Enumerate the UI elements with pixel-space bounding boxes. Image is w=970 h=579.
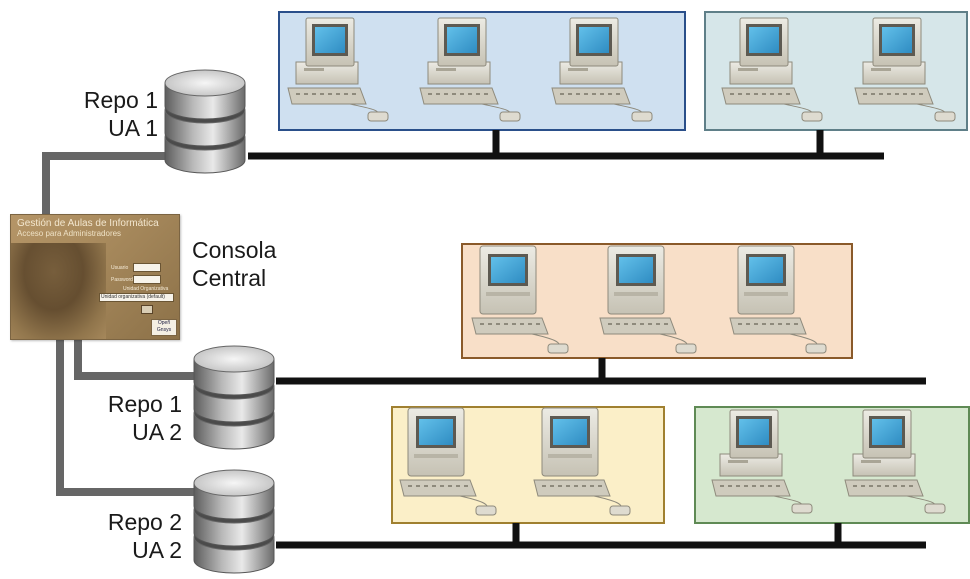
computer-group-ua1-a xyxy=(278,11,686,131)
console-screen-title: Gestión de Aulas de Informática xyxy=(17,218,159,229)
console-photo xyxy=(11,243,106,339)
repo-label-repo2-ua2: Repo 2 UA 2 xyxy=(72,508,182,564)
console-ok-button[interactable] xyxy=(141,305,153,314)
workstation xyxy=(729,245,827,354)
computer-group-ua2-a xyxy=(461,243,853,359)
workstation xyxy=(551,17,653,122)
console-user-label: Usuario xyxy=(111,265,129,271)
computer-group-ua2-b xyxy=(391,406,665,524)
workstation xyxy=(844,409,946,514)
repo-label-line1: Repo 1 xyxy=(107,391,182,417)
repo-label-repo1-ua2: Repo 1 UA 2 xyxy=(72,390,182,446)
computer-group-ua1-b xyxy=(704,11,968,131)
repo-label-line2: UA 1 xyxy=(108,115,158,141)
opengnsys-logo: Opeñ Gnsys xyxy=(151,319,177,336)
repo-label-line1: Repo 1 xyxy=(83,87,158,113)
console-user-input[interactable] xyxy=(133,263,161,272)
console-unit-label: Unidad Organizativa xyxy=(123,286,169,292)
workstation xyxy=(533,407,631,516)
console-label-line1: Consola xyxy=(192,237,277,263)
trunk-lines xyxy=(42,152,198,496)
repository-repo1-ua2 xyxy=(193,345,275,450)
admin-console-screenshot: Gestión de Aulas de Informática Acceso p… xyxy=(10,214,180,340)
workstation xyxy=(599,245,697,354)
computer-group-ua2-c xyxy=(694,406,970,524)
repo-label-line2: UA 2 xyxy=(132,537,182,563)
trunk-to-repo1-ua1 xyxy=(42,152,170,215)
bus-lines xyxy=(248,130,926,549)
repositories xyxy=(164,69,275,574)
console-label: Consola Central xyxy=(192,236,332,292)
workstation xyxy=(721,17,823,122)
workstation xyxy=(399,407,497,516)
console-label-line2: Central xyxy=(192,265,267,291)
repo-label-repo1-ua1: Repo 1 UA 1 xyxy=(48,86,158,142)
computer-groups xyxy=(278,11,970,524)
repo-label-line2: UA 2 xyxy=(132,419,182,445)
console-screen-subtitle: Acceso para Administradores xyxy=(17,229,122,238)
console-unit-select[interactable]: Unidad organizativa (default) xyxy=(99,293,174,302)
workstation xyxy=(854,17,956,122)
console-password-input[interactable] xyxy=(133,275,161,284)
workstation xyxy=(711,409,813,514)
repository-repo1-ua1 xyxy=(164,69,246,174)
workstation xyxy=(471,245,569,354)
workstation xyxy=(419,17,521,122)
console-password-label: Password xyxy=(111,277,133,283)
repo-label-line1: Repo 2 xyxy=(107,509,182,535)
trunk-to-repo2-ua2 xyxy=(56,338,198,496)
trunk-to-repo1-ua2 xyxy=(74,338,198,380)
workstation xyxy=(287,17,389,122)
repository-repo2-ua2 xyxy=(193,469,275,574)
